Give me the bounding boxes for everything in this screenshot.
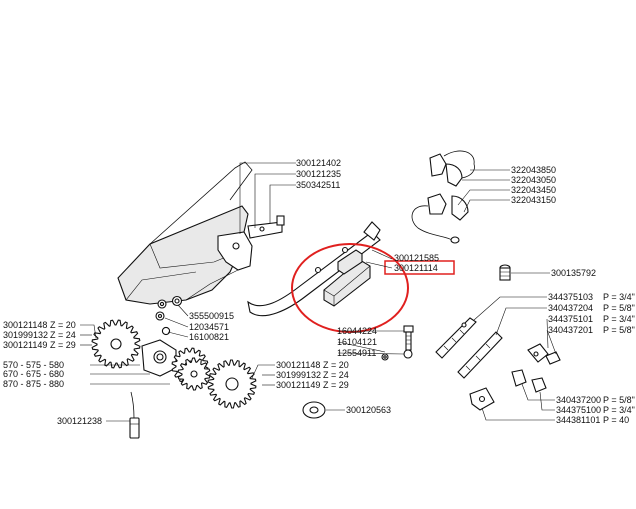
sprocket-mid-code-1: 300121148 [276,360,320,370]
sensor-connectors [411,150,475,244]
chain-top-p-2: P = 5/8" [603,303,635,313]
sprocket-left-code-2: 301999132 [3,330,48,340]
chain-top-p-1: P = 3/4" [603,292,635,302]
leader-lines [80,162,557,422]
chain-top-code-3: 344375101 [548,314,593,324]
callout-labels: 300121402 300121235 350342511 322043850 … [3,158,635,426]
label-322043150: 322043150 [511,195,556,205]
cover-edge [149,161,253,245]
label-300120563: 300120563 [346,405,391,415]
sprocket-mid [207,359,257,409]
label-300121235: 300121235 [296,169,341,179]
sprocket-left-z-2: Z = 24 [50,330,76,340]
label-322043450: 322043450 [511,185,556,195]
chain-bottom-p-3: P = 40 [603,415,629,425]
chain-bottom-code-1: 340437200 [556,395,601,405]
sprocket-mid-code-3: 300121149 [276,380,320,390]
sprocket-mid-z-3: Z = 29 [323,380,349,390]
pin-tool [129,391,140,439]
label-350342511: 350342511 [296,180,340,190]
large-washer [302,401,326,419]
chain-top-code-2: 340437204 [548,303,593,313]
plug-screw [499,264,511,281]
chain-bottom-p-1: P = 5/8" [603,395,635,405]
sprocket-mid-code-2: 301999132 [276,370,321,380]
bracket-plate [217,215,285,271]
label-16104121: 16104121 [337,337,377,347]
hub [141,339,177,377]
chain-top-code-4: 340437201 [548,325,593,335]
label-300121238: 300121238 [57,416,102,426]
sprocket-left-code-3: 300121149 [3,340,47,350]
chain-bottom-code-3: 344381101 [556,415,600,425]
hub-models-2: 670 - 675 - 680 [3,369,64,379]
label-300121114: 300121114 [394,263,438,273]
sprocket-left-code-1: 300121148 [3,320,47,330]
wear-blocks [323,249,371,307]
chain-bottom-p-2: P = 3/4" [603,405,635,415]
label-355500915: 355500915 [189,311,234,321]
label-322043050: 322043050 [511,175,556,185]
chain-top-p-4: P = 5/8" [603,325,635,335]
sprocket-bore [110,338,122,350]
chain-top-code-1: 344375103 [548,292,593,302]
sprocket-left-z-3: Z = 29 [50,340,76,350]
label-12554911: 12554911 [337,348,376,358]
label-12034571: 12034571 [189,322,229,332]
label-300121585: 300121585 [394,253,439,263]
sprocket-mid-z-2: Z = 24 [323,370,349,380]
hub-models-1: 570 - 575 - 580 [3,360,64,370]
sprocket-bore [225,377,239,391]
label-16044224: 16044224 [337,326,377,336]
highlight-ellipse [291,243,409,333]
highlight-box [384,260,455,275]
hub-models-3: 870 - 875 - 880 [3,379,64,389]
label-300135792: 300135792 [551,268,596,278]
tensioner-bar [247,221,381,317]
sprocket-double [171,347,211,391]
label-322043850: 322043850 [511,165,556,175]
chain-top-p-3: P = 3/4" [603,314,635,324]
chain-segments [435,317,561,411]
label-16100821: 16100821 [189,332,229,342]
label-300121402: 300121402 [296,158,341,168]
sprocket-bore [190,370,198,378]
chain-bottom-code-2: 344375100 [556,405,601,415]
sprocket-left [91,319,141,369]
sprocket-left-z-1: Z = 20 [50,320,76,330]
sprocket-mid-z-1: Z = 20 [323,360,349,370]
washers-left [155,295,183,336]
